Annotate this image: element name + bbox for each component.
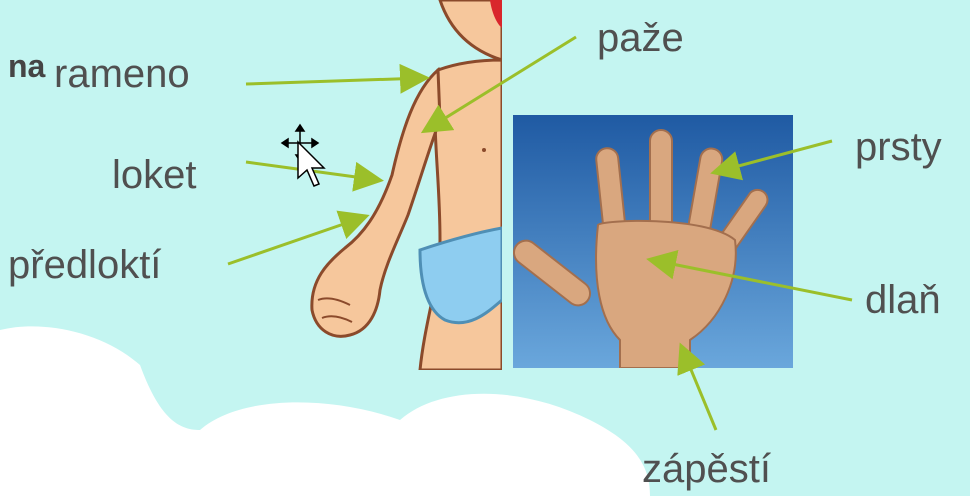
arrow-dlan <box>652 260 852 300</box>
label-loket[interactable]: loket <box>112 155 197 195</box>
label-predlokti[interactable]: předloktí <box>8 245 161 285</box>
label-prsty[interactable]: prsty <box>855 127 942 167</box>
arrow-zapesti <box>682 348 716 430</box>
label-paze[interactable]: paže <box>597 18 684 58</box>
arrow-predlokti <box>228 217 364 264</box>
arrow-loket <box>246 162 378 180</box>
arrow-paze <box>426 37 576 130</box>
label-prefix-na: na <box>8 50 45 82</box>
arrow-prsty <box>716 141 832 172</box>
label-dlan[interactable]: dlaň <box>865 280 941 320</box>
arrow-rameno <box>246 78 424 84</box>
label-rameno[interactable]: rameno <box>54 54 190 94</box>
label-zapesti[interactable]: zápěstí <box>642 449 771 489</box>
